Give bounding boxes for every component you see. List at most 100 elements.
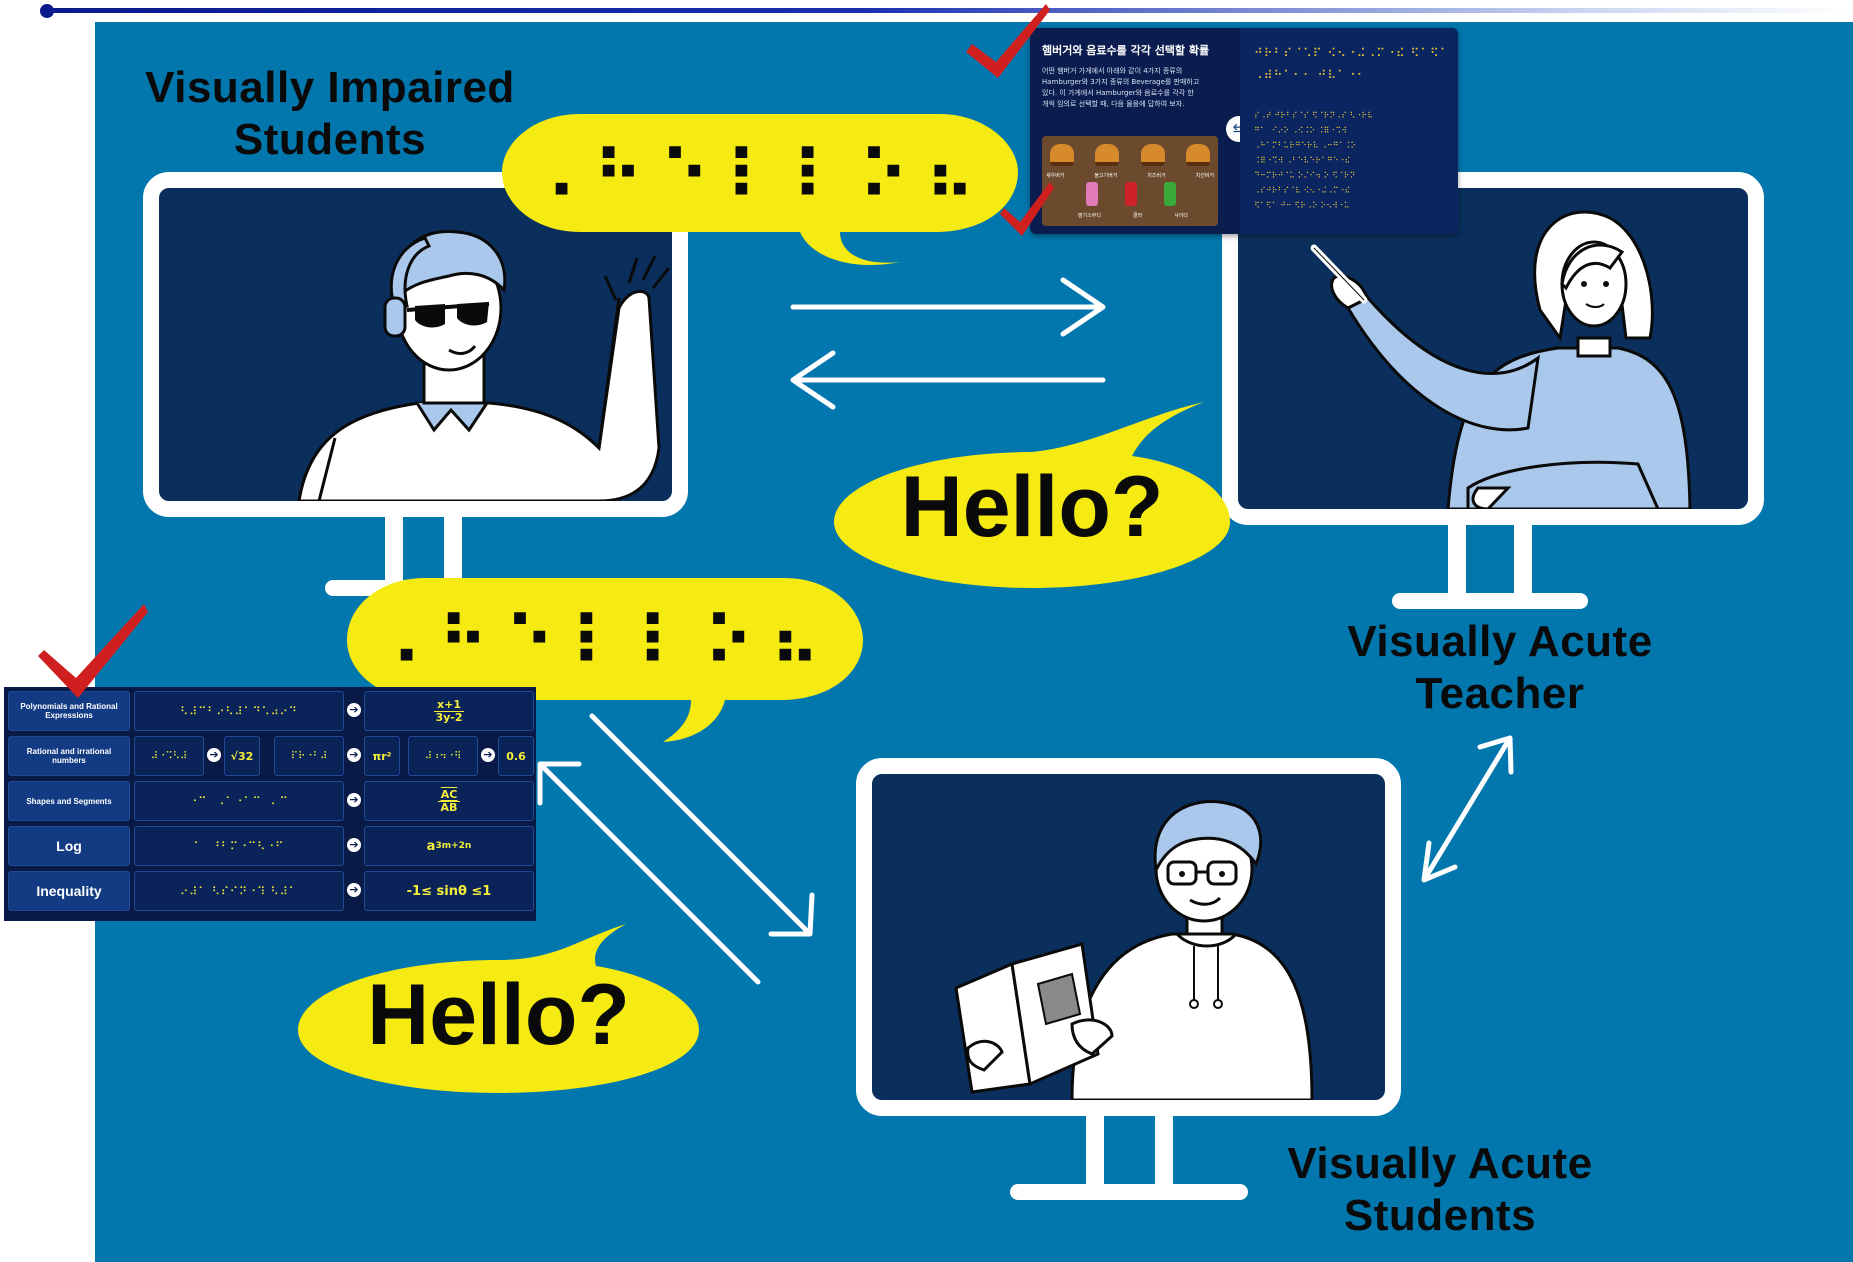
drink-icon (1164, 182, 1176, 206)
braille-problem-card: 햄버거와 음료수를 각각 선택할 확률 어떤 햄버거 가게에서 아래와 같이 4… (1030, 28, 1458, 234)
problem-line: 어떤 햄버거 가게에서 아래와 같이 4가지 종류의 (1042, 67, 1183, 75)
math-braille: ⠔⠼⠁ ⠣⠎⠊⠝⠐⠹ ⠣⠼⠁ (134, 871, 344, 911)
label-teacher: Visually Acute Teacher (1330, 616, 1670, 720)
monitor-neck (385, 517, 403, 581)
drink-label: 사이다 (1174, 213, 1188, 219)
monitor-neck (1155, 1116, 1173, 1192)
bubble-hello-right: Hello? (832, 400, 1232, 590)
problem-body: 어떤 햄버거 가게에서 아래와 같이 4가지 종류의 Hamburger와 3가… (1042, 66, 1262, 110)
math-row-label: Shapes and Segments (8, 781, 130, 821)
label-line: Visually Acute (1347, 617, 1653, 666)
math-row: Shapes and Segments ⠐⠉⠀⠠⠁⠐⠁⠉⠀⠄⠉ ➔ AC AB (4, 779, 536, 823)
fraction-numerator: AC (437, 788, 461, 802)
drink-icon (1125, 182, 1137, 206)
arrow-right-icon: ➔ (347, 883, 361, 897)
math-braille: ⠐⠉⠀⠠⠁⠐⠁⠉⠀⠄⠉ (134, 781, 344, 821)
braille-body-line: ⠙⠒⠍⠗⠚⠈⠥ ⠕⠌⠊⠲ ⠕ ⠫⠈⠗⠝ (1254, 171, 1356, 180)
braille-body-line: ⠫⠁⠫⠁ ⠚⠒ ⠫⠗⠠⠕ ⠕⠢⠺⠐⠥ (1254, 201, 1350, 210)
math-row: Rational and irrational numbers ⠼⠐⠩⠣⠼ ➔ … (4, 734, 536, 778)
bubble-shape (502, 114, 1018, 266)
monitor-base (1010, 1184, 1248, 1200)
double-arrow-icon (1421, 735, 1514, 883)
bubble-braille-text: ⠠⠓⠑⠇⠇⠕⠦ (372, 605, 838, 679)
braille-math-table: Polynomials and Rational Expressions ⠣⠼⠉… (4, 687, 536, 921)
problem-line: 있다. 이 가게에서 Hamburger와 음료수를 각각 한 (1042, 89, 1194, 97)
log-base: a (426, 838, 436, 854)
math-row: Inequality ⠔⠼⠁ ⠣⠎⠊⠝⠐⠹ ⠣⠼⠁ ➔ -1≤ sinθ ≤1 (4, 869, 536, 913)
title-rule-dot (40, 4, 54, 18)
drink-label: 딸기스무디 (1078, 213, 1102, 219)
math-result: -1≤ sinθ ≤1 (364, 871, 534, 911)
problem-text-pane: 햄버거와 음료수를 각각 선택할 확률 어떤 햄버거 가게에서 아래와 같이 4… (1042, 42, 1262, 226)
burger-row (1050, 144, 1210, 166)
burger-icon (1185, 144, 1210, 166)
monitor-screen (856, 758, 1401, 1116)
math-result: AC AB (364, 781, 534, 821)
braille-body-line: ⠎⠠⠞ ⠚⠗⠃⠎⠈⠎ ⠫⠈⠗⠝⠠⠎ ⠣⠐⠗⠧ (1254, 111, 1373, 120)
math-result: 0.6̇ (498, 736, 534, 776)
menu-illustration: 새우버거 불고기버거 치즈버거 치킨버거 딸기스무디 콜라 사이다 (1042, 136, 1218, 226)
braille-body: ⠎⠠⠞ ⠚⠗⠃⠎⠈⠎ ⠫⠈⠗⠝⠠⠎ ⠣⠐⠗⠧ ⠛⠁⠀⠊⠔⠕ ⠠⠪⠨⠕ ⠨⠿⠐⠩⠺… (1254, 108, 1373, 213)
bubble-shape (834, 402, 1230, 588)
monitor-base (1392, 593, 1588, 609)
math-row-label: Inequality (8, 871, 130, 911)
label-line: Visually Impaired (145, 63, 515, 112)
braille-body-line: ⠛⠁⠀⠊⠔⠕ ⠠⠪⠨⠕ ⠨⠿⠐⠩⠺ (1254, 126, 1347, 135)
bubble-braille-text: ⠠⠓⠑⠇⠇⠕⠦ (527, 139, 993, 213)
title-rule (40, 4, 1850, 18)
drink-row (1086, 182, 1176, 206)
label-line: Students (1343, 1191, 1537, 1240)
burger-icon (1095, 144, 1120, 166)
braille-body-line: ⠠⠓⠁⠍⠃⠥⠗⠛⠑⠗⠧ ⠠⠒⠛⠁⠨⠕ (1254, 141, 1357, 150)
braille-body-line: ⠨⠿⠐⠩⠺ ⠠⠃⠑⠧⠑⠗⠁⠛⠑⠐⠮ (1254, 156, 1351, 165)
label-line: Students (233, 115, 427, 164)
teacher-figure (1310, 210, 1692, 509)
fraction-denominator: 3y-2 (435, 710, 463, 724)
arrow-right-icon: ➔ (481, 748, 495, 762)
arrow-right-icon (790, 277, 1106, 337)
math-braille: ⠼⠰⠲⠐⠻ (408, 736, 478, 776)
drink-label: 콜라 (1133, 213, 1143, 219)
monitor-screen (1222, 172, 1764, 525)
label-acute-students: Visually Acute Students (1270, 1138, 1610, 1242)
label-line: Teacher (1415, 669, 1585, 718)
math-braille: ⠣⠼⠉⠃⠔⠣⠼⠁⠙⠡⠴⠔⠙ (134, 691, 344, 731)
title-rule-line (48, 8, 1848, 13)
math-braille: ⠼⠐⠩⠣⠼ (134, 736, 204, 776)
monitor-neck (1086, 1116, 1104, 1192)
fraction-numerator: x+1 (434, 698, 464, 712)
math-braille: ⠏⠗⠐⠃⠼ (274, 736, 344, 776)
math-row-label: Polynomials and Rational Expressions (8, 691, 130, 731)
arrow-diagonal-up-icon (537, 761, 761, 985)
impaired-student-figure (297, 230, 671, 501)
fraction-denominator: AB (440, 800, 458, 814)
monitor-neck (1448, 525, 1466, 595)
drink-icon (1086, 182, 1098, 206)
burger-label: 치즈버거 (1147, 173, 1166, 179)
fraction: AC AB (437, 788, 461, 814)
burger-labels: 새우버거 불고기버거 치즈버거 치킨버거 (1046, 172, 1214, 179)
arrow-right-icon: ➔ (347, 748, 361, 762)
acute-student-figure (954, 800, 1314, 1100)
burger-label: 치킨버거 (1195, 173, 1214, 179)
problem-line: 개씩 임의로 선택할 때, 다음 물음에 답하여 보자. (1042, 100, 1185, 108)
hello-text: Hello? (367, 967, 630, 1063)
math-row-label: Rational and irrational numbers (8, 736, 130, 776)
bubble-shape (298, 924, 699, 1093)
braille-body-line: ⠠⠎⠚⠗⠃⠎⠈⠧ ⠪⠢⠐⠬⠠⠍⠐⠮ (1254, 186, 1351, 195)
math-result: √32 (224, 736, 260, 776)
hello-text: Hello? (900, 459, 1164, 555)
burger-icon (1050, 144, 1074, 166)
label-line: Visually Acute (1287, 1139, 1593, 1188)
arrow-diagonal-down-icon (589, 713, 815, 937)
label-impaired-students: Visually Impaired Students (140, 62, 520, 166)
bubble-braille-top: ⠠⠓⠑⠇⠇⠕⠦ (500, 110, 1020, 270)
math-result: x+1 3y-2 (364, 691, 534, 731)
math-row: Polynomials and Rational Expressions ⠣⠼⠉… (4, 689, 536, 733)
math-row-label: Log (8, 826, 130, 866)
arrow-right-icon: ➔ (347, 793, 361, 807)
monitor-neck (1514, 525, 1532, 595)
